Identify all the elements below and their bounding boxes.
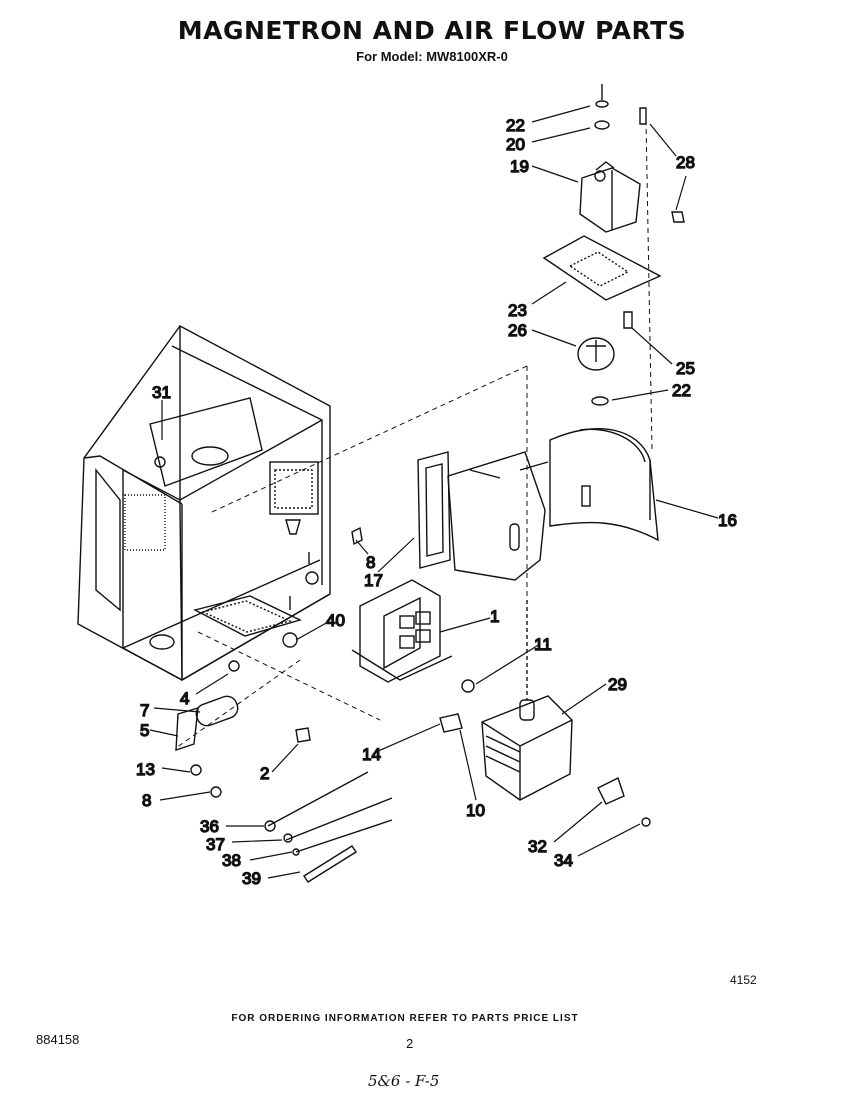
callout-26: 26 bbox=[508, 321, 527, 340]
model-subtitle: For Model: MW8100XR-0 bbox=[356, 49, 508, 64]
callout-37: 37 bbox=[206, 835, 225, 854]
callout-13: 13 bbox=[136, 760, 155, 779]
callout-38: 38 bbox=[222, 851, 241, 870]
callout-7: 7 bbox=[140, 701, 149, 720]
callout-29: 29 bbox=[608, 675, 627, 694]
callout-20: 20 bbox=[506, 135, 525, 154]
callout-1: 1 bbox=[490, 607, 499, 626]
callout-4: 4 bbox=[180, 689, 189, 708]
ordering-note: FOR ORDERING INFORMATION REFER TO PARTS … bbox=[231, 1013, 579, 1024]
callout-25: 25 bbox=[676, 359, 695, 378]
high-voltage-transformer-drawing bbox=[351, 579, 453, 683]
fan-motor-drawing bbox=[542, 84, 685, 406]
page-number: 2 bbox=[406, 1036, 414, 1051]
callout-8-top: 8 bbox=[366, 553, 375, 572]
cavity-chassis-drawing bbox=[77, 324, 331, 682]
reference-lines bbox=[175, 119, 653, 749]
callout-23: 23 bbox=[508, 301, 527, 320]
callout-28: 28 bbox=[676, 153, 695, 172]
callout-36: 36 bbox=[200, 817, 219, 836]
handwritten-note: 5&6 - F-5 bbox=[368, 1072, 440, 1090]
callout-17: 17 bbox=[364, 571, 383, 590]
callout-31: 31 bbox=[152, 383, 171, 402]
page-title: MAGNETRON AND AIR FLOW PARTS bbox=[177, 16, 687, 45]
callout-34: 34 bbox=[554, 851, 573, 870]
callout-40: 40 bbox=[326, 611, 345, 630]
callout-2: 2 bbox=[260, 764, 269, 783]
illustration-code: 4152 bbox=[730, 973, 757, 987]
magnetron-drawing bbox=[481, 600, 625, 805]
callout-32: 32 bbox=[528, 837, 547, 856]
callout-22-top: 22 bbox=[506, 116, 525, 135]
callout-numbers: 22 20 19 28 23 26 25 22 31 16 8 17 1 40 … bbox=[135, 115, 737, 888]
callout-19: 19 bbox=[510, 157, 529, 176]
small-parts-drawing bbox=[154, 456, 651, 883]
callout-16: 16 bbox=[718, 511, 737, 530]
callout-5: 5 bbox=[140, 721, 149, 740]
callout-14: 14 bbox=[362, 745, 381, 764]
document-code: 884158 bbox=[36, 1032, 80, 1047]
callout-11: 11 bbox=[534, 635, 552, 654]
callout-22-bottom: 22 bbox=[672, 381, 691, 400]
callout-39: 39 bbox=[242, 869, 261, 888]
callout-8-bottom: 8 bbox=[142, 791, 151, 810]
air-guide-drawing bbox=[417, 451, 549, 581]
leader-lines bbox=[149, 105, 719, 879]
callout-10: 10 bbox=[466, 801, 485, 820]
fan-duct-drawing bbox=[549, 428, 659, 542]
